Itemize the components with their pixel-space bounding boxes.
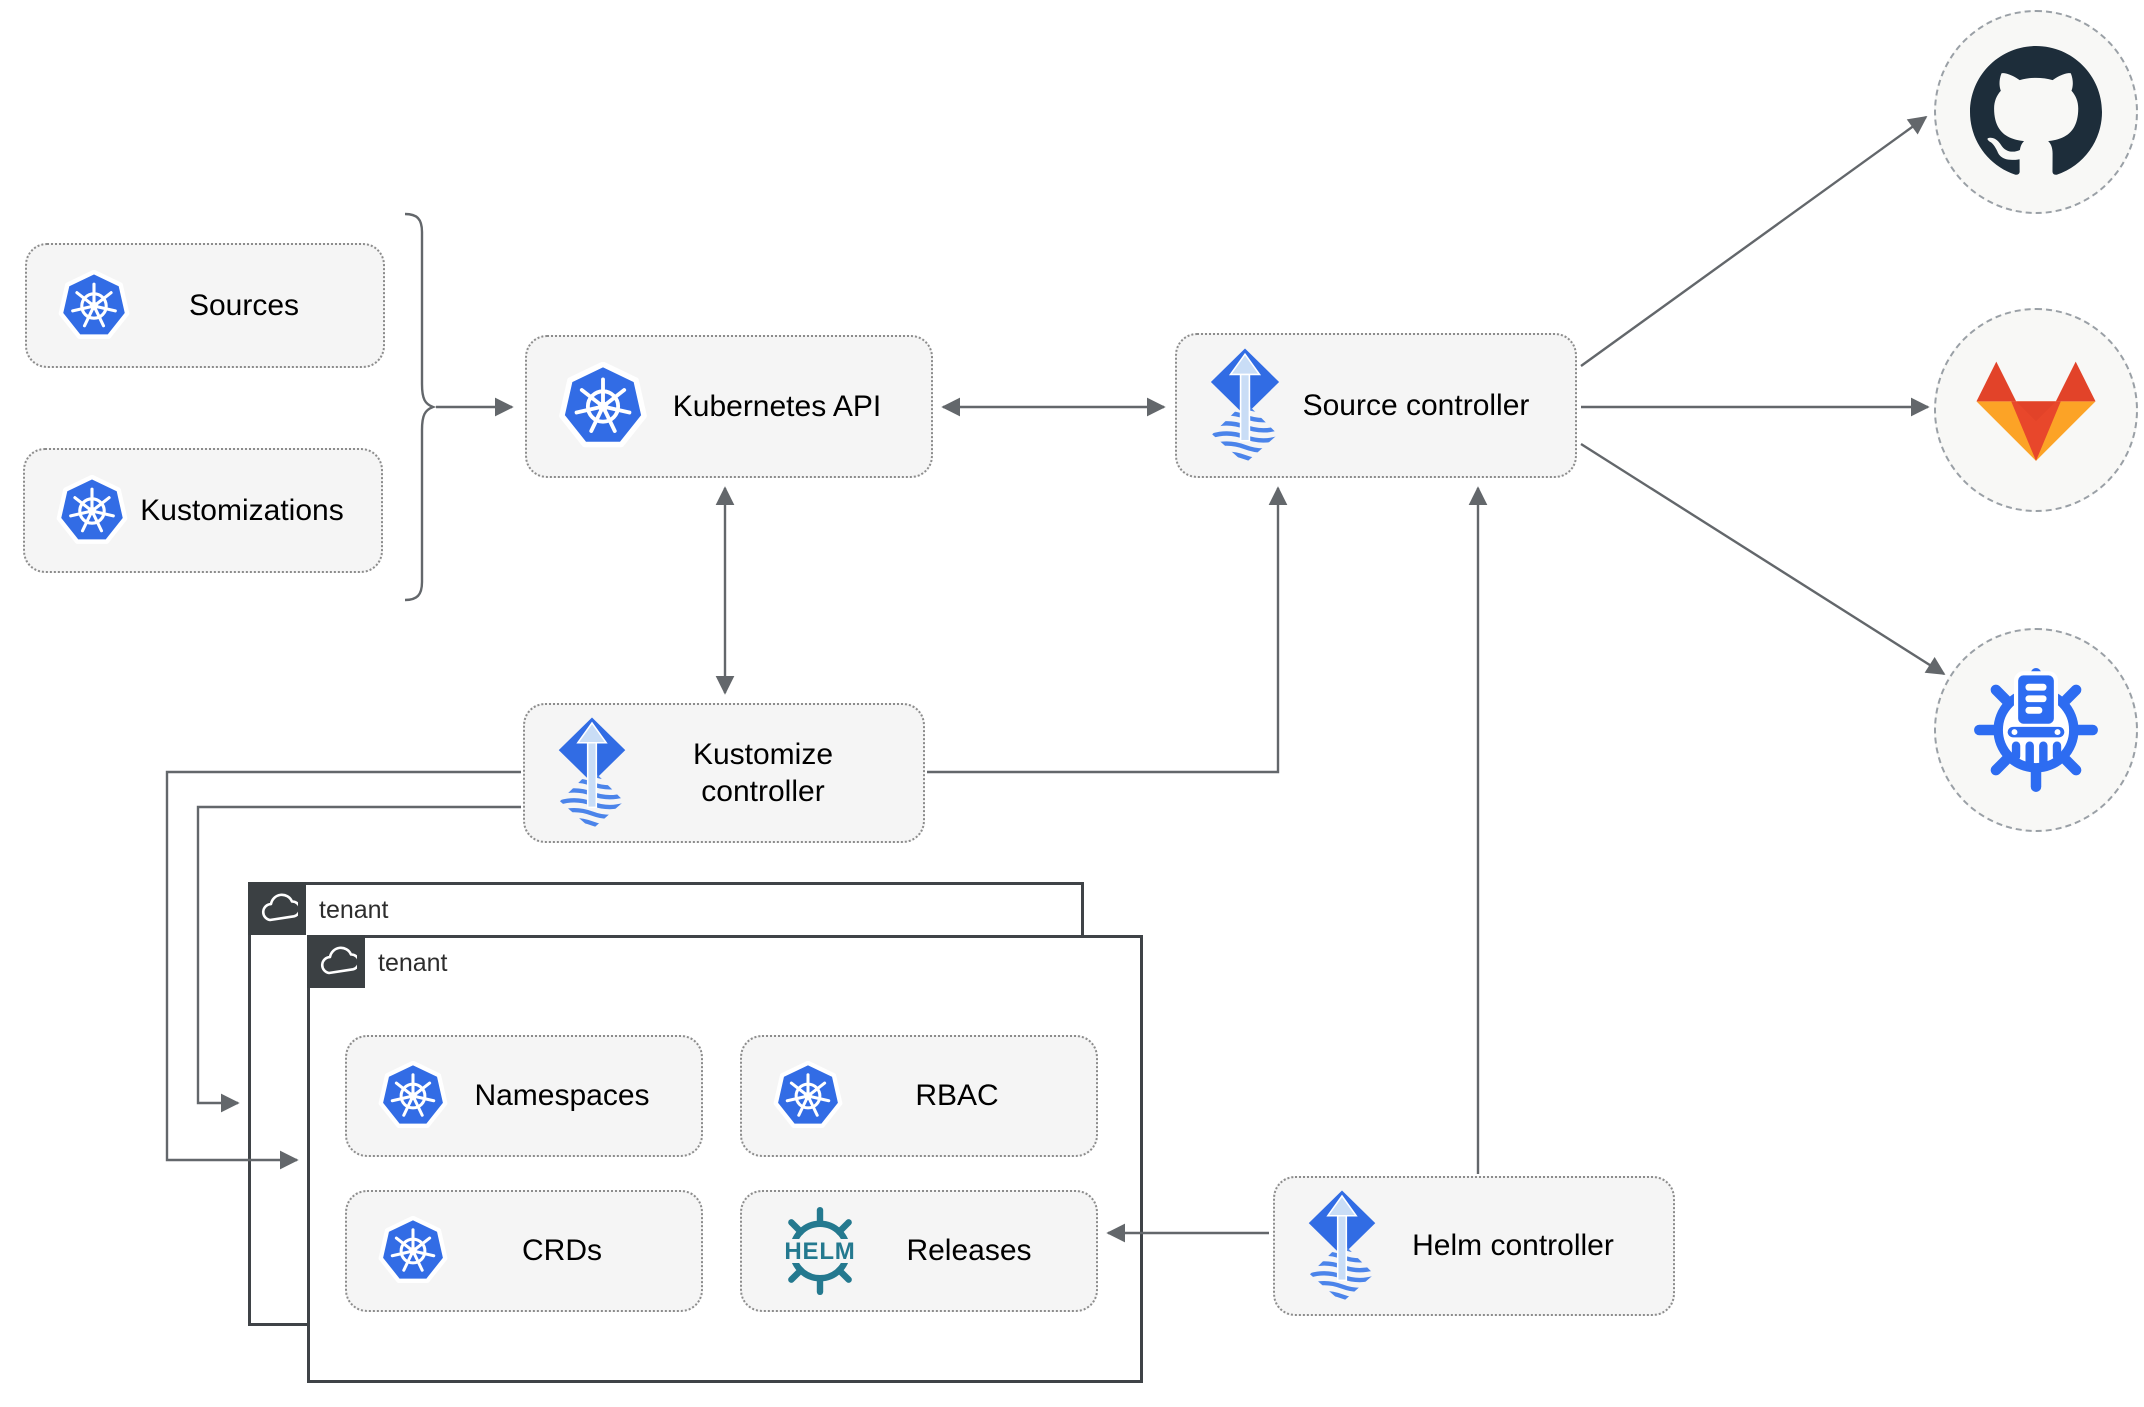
node-crds: CRDs [345,1190,703,1312]
kubernetes-icon [557,362,649,451]
node-label: Sources [188,288,300,322]
brace-sources-kustomizations [404,212,437,602]
cloud-icon [261,892,298,921]
tenant-group-front: tenant [307,935,1143,1383]
kubernetes-icon [377,1061,449,1131]
node-label: CRDs [522,1234,602,1268]
flux-icon [1207,346,1283,466]
kubernetes-icon [57,270,131,342]
kubernetes-icon [55,475,129,547]
flux-icon [1305,1188,1379,1305]
node-label: Helm controller [1412,1229,1614,1263]
tenant-label: tenant [319,896,389,924]
kubernetes-icon [772,1061,844,1131]
cloud-icon [320,945,357,974]
node-label: Kubernetes API [672,389,882,423]
flux-icon [555,715,629,832]
node-label: Namespaces [474,1079,650,1113]
arrow-source-to-github [1580,116,1928,367]
github-circle [1934,10,2138,214]
node-releases: HELM Releases [740,1190,1098,1312]
github-octocat-icon [1970,46,2102,175]
arrow-source-to-chartmuseum [1580,442,1946,676]
node-kubernetes-api: Kubernetes API [525,335,933,478]
node-kustomizations: Kustomizations [23,448,383,573]
node-source-controller: Source controller [1175,333,1577,478]
chartmuseum-icon [1973,667,2099,793]
tenant-tab [307,935,365,988]
chartmuseum-circle [1934,628,2138,832]
tenant-tab [248,882,306,935]
gitlab-circle [1934,308,2138,512]
node-namespaces: Namespaces [345,1035,703,1157]
node-label: Releases [906,1234,1032,1268]
node-label: RBAC [915,1079,999,1113]
node-label: Source controller [1302,388,1530,422]
node-sources: Sources [25,243,385,368]
gitlab-tanuki-icon [1976,361,2096,461]
node-kustomize-controller: Kustomize controller [523,703,925,843]
helm-logo-text: HELM [784,1238,855,1265]
arrow-kustomize-to-source-controller [927,486,1288,774]
node-label: Kustomizations [140,493,344,527]
tenant-label: tenant [378,949,448,977]
helm-icon: HELM [772,1203,868,1299]
node-helm-controller: Helm controller [1273,1176,1675,1316]
kubernetes-icon [377,1216,449,1286]
node-rbac: RBAC [740,1035,1098,1157]
node-label: Kustomize controller [692,737,834,809]
